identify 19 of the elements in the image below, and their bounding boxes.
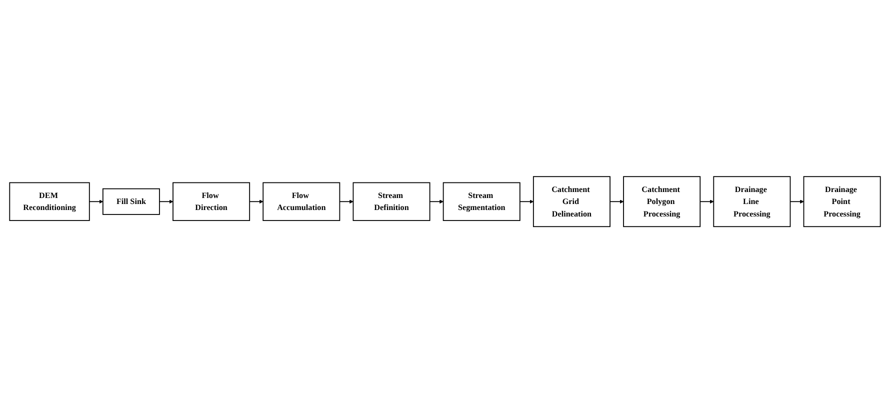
arrow bbox=[610, 200, 624, 204]
arrow bbox=[429, 200, 444, 204]
arrow bbox=[339, 200, 354, 204]
arrow bbox=[249, 200, 264, 204]
arrow bbox=[159, 200, 174, 204]
arrow bbox=[700, 200, 714, 204]
node-box: Fill Sink bbox=[102, 188, 160, 216]
node-box: Drainage Point Processing bbox=[803, 176, 881, 228]
node-box: Catchment Grid Delineation bbox=[532, 176, 610, 228]
node-box: Stream Segmentation bbox=[442, 182, 520, 222]
arrow bbox=[790, 200, 804, 204]
node-box: Drainage Line Processing bbox=[713, 176, 791, 228]
node-box: Flow Accumulation bbox=[262, 182, 340, 222]
node-box: Stream Definition bbox=[352, 182, 430, 222]
arrow bbox=[88, 200, 104, 204]
node-box: DEM Reconditioning bbox=[9, 182, 90, 222]
arrow bbox=[519, 200, 534, 204]
node-box: Catchment Polygon Processing bbox=[623, 176, 701, 228]
node-box: Flow Direction bbox=[172, 182, 250, 222]
